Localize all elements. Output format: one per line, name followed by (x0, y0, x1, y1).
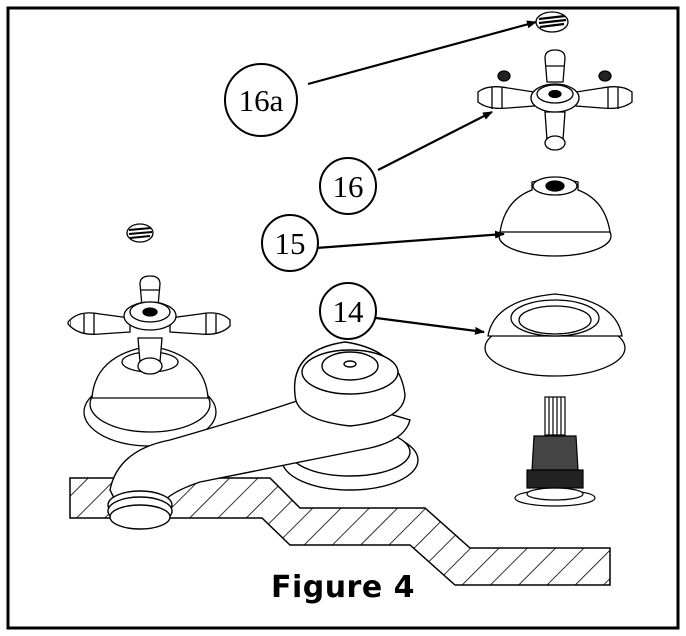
arrow-15 (315, 230, 505, 250)
part-15-bonnet (498, 176, 612, 257)
part-16-cross-handle (477, 49, 633, 151)
figure-caption: Figure 4 (270, 570, 416, 605)
svg-text:14: 14 (333, 294, 365, 329)
callout-16a: 16a (224, 63, 298, 137)
callout-16: 16 (319, 157, 377, 215)
callout-15: 15 (261, 214, 319, 272)
arrow-14 (375, 316, 485, 335)
left-handle-assembly (67, 275, 231, 447)
part-14-trim-ring (484, 293, 626, 377)
callout-14: 14 (319, 282, 377, 340)
valve-cartridge (514, 396, 596, 507)
svg-text:15: 15 (275, 226, 306, 261)
spout (107, 341, 419, 530)
part-16a-index-button (535, 11, 569, 33)
leader-lines (307, 20, 537, 335)
arrow-16 (377, 111, 493, 171)
figure-border (6, 6, 680, 630)
countertop (69, 477, 611, 586)
arrow-16a (307, 20, 537, 86)
svg-text:16a: 16a (239, 83, 284, 118)
left-index-button (126, 223, 154, 243)
svg-text:16: 16 (333, 169, 364, 204)
